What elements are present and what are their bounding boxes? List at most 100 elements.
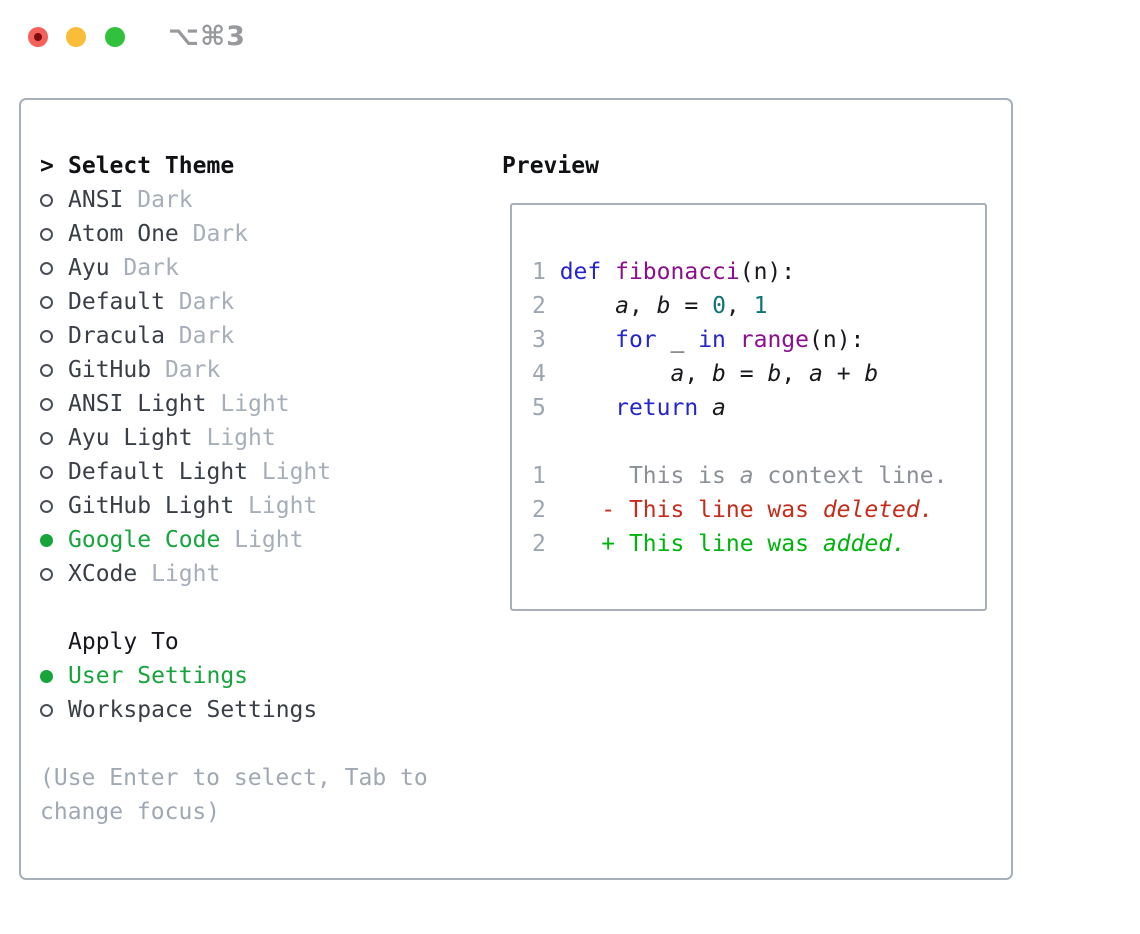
zoom-button[interactable] <box>105 27 125 47</box>
code-line: 2 a, b = 0, 1 <box>532 289 947 323</box>
minimize-button[interactable] <box>66 27 86 47</box>
radio-icon <box>40 363 53 377</box>
code-segment-fn: fibonacci <box>615 259 740 285</box>
code-segment-var: a <box>712 395 726 421</box>
close-button[interactable] <box>28 27 48 47</box>
code-segment-kw: in <box>698 327 726 353</box>
code-line: 1 This is a context line. <box>532 459 947 493</box>
radio-icon <box>40 703 53 717</box>
code-segment-txt <box>560 327 615 353</box>
code-segment-ln: 2 <box>532 293 560 319</box>
apply-to-option[interactable]: User Settings <box>40 659 460 693</box>
code-segment-fn: range <box>739 327 809 353</box>
code-segment-ln: 2 <box>532 531 560 557</box>
window-title: ⌥⌘3 <box>168 21 246 52</box>
code-segment-kw: for <box>615 327 657 353</box>
radio-slot <box>40 329 68 343</box>
code-line <box>532 425 947 459</box>
apply-to-list: User Settings Workspace Settings <box>40 659 460 727</box>
code-segment-txt: , <box>781 361 810 387</box>
code-segment-ctx: This is <box>559 463 740 489</box>
radio-slot <box>40 363 68 377</box>
radio-icon <box>40 533 53 547</box>
code-segment-txt: + <box>822 361 865 387</box>
apply-to-title: Apply To <box>68 629 179 655</box>
code-segment-var: a <box>615 293 629 319</box>
code-segment-kw: return <box>615 395 699 421</box>
radio-slot <box>40 431 68 445</box>
code-segment-txt: = <box>670 293 713 319</box>
radio-slot <box>40 567 68 581</box>
apply-to-header-row: Apply To <box>40 625 460 659</box>
titlebar: ⌥⌘3 <box>0 0 1140 75</box>
radio-icon <box>40 329 53 343</box>
prompt-slot: > <box>40 149 68 183</box>
code-segment-var: b <box>864 361 879 387</box>
code-segment-txt: , <box>628 293 657 319</box>
code-segment-txt <box>601 259 615 285</box>
code-segment-txt: (n): <box>809 327 865 353</box>
code-segment-txt <box>560 361 671 387</box>
radio-slot <box>40 227 68 241</box>
code-segment-ln: 5 <box>532 395 560 421</box>
radio-slot <box>40 533 68 547</box>
code-line: 1 def fibonacci(n): <box>532 255 947 289</box>
select-theme-title: Select Theme <box>68 153 235 179</box>
code-segment-ctx: context line. <box>753 463 948 489</box>
code-segment-ctxi: a <box>739 463 754 489</box>
apply-to-option[interactable]: Workspace Settings <box>40 693 460 727</box>
code-line: 3 for _ in range(n): <box>532 323 947 357</box>
code-segment-txt <box>698 395 712 421</box>
code-segment-var: b <box>712 361 726 387</box>
radio-slot <box>40 261 68 275</box>
code-segment-txt <box>726 327 740 353</box>
code-line: 5 return a <box>532 391 947 425</box>
radio-slot <box>40 397 68 411</box>
code-segment-deli: deleted. <box>822 497 934 523</box>
code-segment-txt: = <box>725 361 768 387</box>
code-line: 2 + This line was added. <box>532 527 947 561</box>
code-segment-kw: def <box>559 259 602 285</box>
code-segment-txt <box>560 293 615 319</box>
radio-slot <box>40 193 68 207</box>
code-segment-ln: 1 <box>532 463 560 489</box>
code-line: 2 - This line was deleted. <box>532 493 947 527</box>
radio-icon <box>40 227 53 241</box>
code-segment-num: 0 <box>712 293 726 319</box>
radio-icon <box>40 669 53 683</box>
radio-icon <box>40 261 53 275</box>
preview-title: Preview <box>502 153 599 179</box>
code-segment-ln: 2 <box>532 497 560 523</box>
code-segment-txt <box>560 395 615 421</box>
radio-slot <box>40 499 68 513</box>
radio-icon <box>40 397 53 411</box>
code-segment-txt: _ <box>656 327 699 353</box>
radio-icon <box>40 499 53 513</box>
